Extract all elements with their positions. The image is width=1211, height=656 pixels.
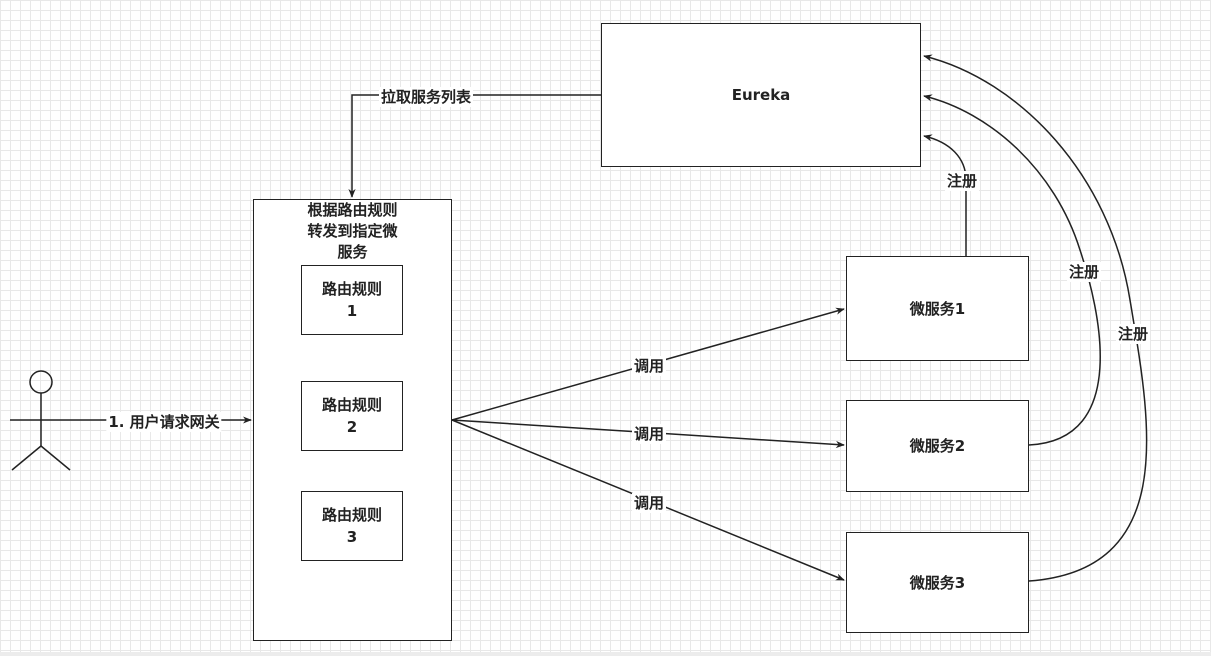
edge-label-pull-list: 拉取服务列表	[378, 87, 474, 107]
microservice-3-box[interactable]: 微服务3	[846, 532, 1029, 633]
microservice-2-label: 微服务2	[909, 437, 966, 455]
eureka-label: Eureka	[731, 86, 791, 104]
microservice-2-box[interactable]: 微服务2	[846, 400, 1029, 492]
edge-label-register-2: 注册	[1066, 262, 1102, 282]
microservice-3-label: 微服务3	[909, 573, 966, 592]
gateway-title: 根据路由规则 转发到指定微 服务	[307, 201, 398, 261]
edge-label-invoke-1: 调用	[631, 356, 667, 376]
edge-label-invoke-3: 调用	[631, 493, 667, 513]
edge-label-register-3: 注册	[1115, 324, 1151, 344]
edge-register-ms3	[923, 54, 1148, 582]
edge-label-user-request: 1. 用户请求网关	[106, 412, 222, 432]
actor-right-leg	[40, 445, 71, 471]
edge-register-ms2	[923, 94, 1101, 446]
route-rule-2-label: 路由规则 2	[321, 396, 382, 436]
edge-label-invoke-2: 调用	[631, 424, 667, 444]
microservice-1-label: 微服务1	[909, 299, 966, 318]
route-rule-1-label: 路由规则 1	[321, 280, 382, 320]
actor-head	[29, 370, 53, 394]
route-rule-3-label: 路由规则 3	[321, 506, 382, 546]
microservice-1-box[interactable]: 微服务1	[846, 256, 1029, 361]
route-rule-1-box[interactable]: 路由规则 1	[301, 265, 403, 335]
eureka-box[interactable]: Eureka	[601, 23, 921, 167]
canvas-bottom-scrollbar[interactable]	[0, 652, 1211, 656]
route-rule-2-box[interactable]: 路由规则 2	[301, 381, 403, 451]
route-rule-3-box[interactable]: 路由规则 3	[301, 491, 403, 561]
actor-left-leg	[11, 445, 42, 471]
edge-label-register-1: 注册	[944, 171, 980, 191]
edge-pull-list	[348, 94, 601, 198]
edge-register-ms1	[923, 134, 967, 256]
user-actor-icon	[10, 370, 72, 471]
